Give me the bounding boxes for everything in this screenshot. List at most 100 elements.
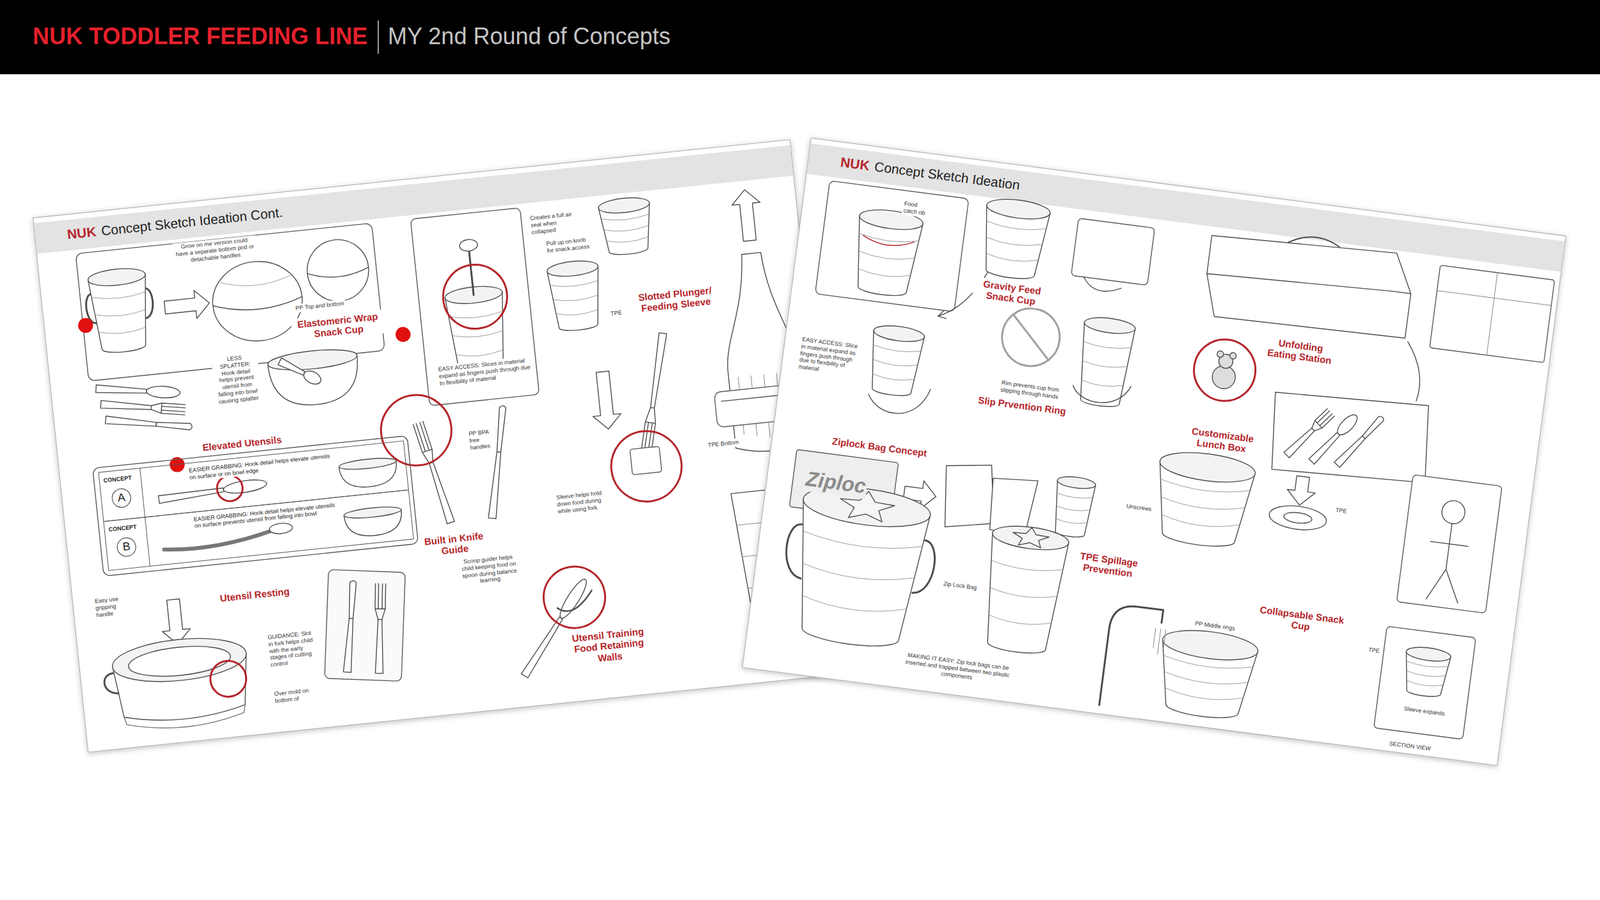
sketch-frame [815,180,969,312]
concept-title: Utensil Training Food Retaining Walls [568,624,649,667]
concept-tag: CONCEPT [103,474,132,484]
sketch-frame [410,208,539,406]
cup-rib [1055,518,1087,525]
concept-letter: A [110,487,132,509]
prohibit-sign [998,304,1064,370]
sheet-header-band [33,145,794,255]
cup-sketch [1050,480,1096,539]
knife-blade [156,420,193,431]
sketch-line [1152,628,1167,656]
utensil-sketch [158,477,268,505]
pot-overmold [124,704,248,733]
sketch-line [937,309,947,319]
lunch-box [1201,229,1416,342]
utensil-sketch [640,332,669,459]
cup-rib [604,225,650,233]
utensil-sketch [277,355,324,387]
brand-name: NUK [66,224,98,242]
sketch-frame [1071,218,1156,286]
highlight-circle [208,659,248,699]
knife-blade [495,405,507,452]
spoon-head [301,368,323,387]
block-arrow-shape [730,188,765,242]
annotation-note: Creates a full air seal when collapsed [528,209,584,237]
cup-rib [858,250,915,262]
concept-note: EASIER GRABBING: Hook detail helps eleva… [193,501,342,530]
annotation-note: Unscrews [1124,501,1154,514]
cup-rim [872,323,926,345]
annotation-note: Easy use gripping handle [93,593,136,620]
utensil-handle [488,451,503,519]
cup-rib [600,213,649,223]
cup-rib [1162,655,1254,673]
ball-cup [304,236,372,304]
spoon-head [1334,411,1361,438]
cup-sketch [1073,321,1136,409]
cup-rib [456,350,504,359]
highlight-circle [608,427,686,505]
cup-rib [857,268,911,280]
utensil-sketch [100,399,186,415]
cup-rib [556,309,599,317]
annotation-note: Over mold on bottom of [272,686,313,706]
sketch-ellipse [268,522,293,536]
annotation-note: TPE Bottom [706,437,742,450]
utensil-handle [648,332,667,409]
sketch-frame [1374,625,1476,740]
utensil-handle [100,400,152,412]
page-subtitle: MY 2nd Round of Concepts [387,22,671,50]
concept-group-frame [92,435,419,576]
sketch-line [1207,267,1412,301]
cup-rib [606,236,649,245]
eating-tray [1265,385,1435,489]
utensil-handle [158,485,224,504]
teddy-sketch [1229,352,1237,360]
cup-rib [801,595,907,617]
sketch-frame [324,569,406,681]
fork-tines [413,421,437,464]
bowl-rim [338,456,397,472]
cup-rib [1056,492,1093,500]
knife-blade [347,580,357,619]
sketch-illustration [742,138,1567,767]
cup-rib [989,587,1058,601]
highlight-circle [377,391,456,470]
cup-rib [1406,680,1443,688]
fork-tines [375,583,386,620]
annotation-note: Grow on me version could have a separate… [172,234,258,266]
utensil-sketch [343,580,358,673]
spoon-head [222,477,268,496]
sketch-line [1082,277,1122,294]
cup-rib [452,330,504,340]
utensil-handle [105,416,157,429]
utensil-sketch [1307,411,1361,466]
sketch-line [1422,520,1471,604]
hand-sketch [1071,378,1131,407]
utensil-sketch [96,382,181,399]
cup-rim [546,258,600,279]
cup-rib [1082,360,1128,370]
cup-rib [98,327,146,336]
utensil-sketch [413,421,456,525]
utensil-sketch [488,405,508,519]
annotation-note: TPE [609,308,624,319]
star-lid [1011,524,1050,549]
sketch-ellipse [1440,499,1467,525]
fork-tines [151,402,186,415]
sketch-group [60,179,839,735]
sketch-frame [1396,474,1503,614]
bowl-rim [343,504,402,521]
retaining-wall [556,590,594,612]
annotation-note: TPE [1366,645,1382,656]
page-title: NUK TODDLER FEEDING LINE [32,22,368,50]
concept-title: Slotted Plunger/ Feeding Sleeve [636,283,715,315]
knife-blade [1361,414,1385,440]
concept-tag: CONCEPT [108,522,137,533]
utensil-handle [1283,426,1316,459]
utensil-sketch [1283,408,1335,459]
concept-sheet: NUKConcept Sketch IdeationFood catch rib… [741,137,1567,766]
title-bar: NUK TODDLER FEEDING LINE MY 2nd Round of … [0,0,1600,75]
brand-name: NUK [839,154,871,173]
utensil-handle [277,357,306,377]
cup-rib [1406,661,1449,670]
